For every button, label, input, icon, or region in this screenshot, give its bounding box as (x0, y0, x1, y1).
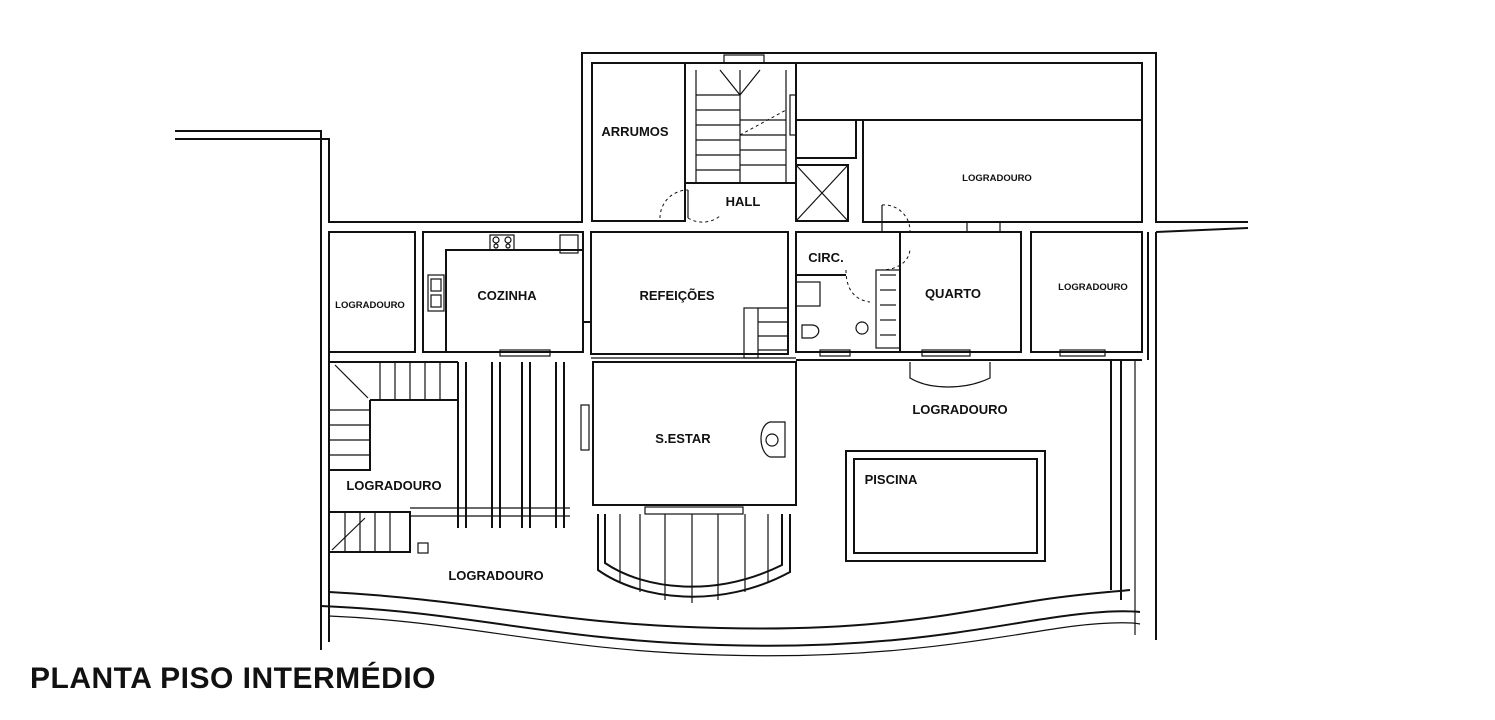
plan-title: PLANTA PISO INTERMÉDIO (30, 662, 437, 695)
label-logradouro-pool: LOGRADOURO (912, 402, 1007, 417)
middle-rooms (328, 221, 1143, 361)
door-swings (659, 189, 911, 303)
living-room-block (580, 361, 991, 506)
label-cozinha: COZINHA (477, 288, 537, 303)
label-logradouro-west: LOGRADOURO (346, 478, 441, 493)
label-refeicoes: REFEIÇÕES (639, 288, 714, 303)
label-logradouro-south: LOGRADOURO (448, 568, 543, 583)
label-logradouro-right: LOGRADOURO (1058, 282, 1128, 293)
pergola (410, 362, 791, 603)
label-logradouro-top: LOGRADOURO (962, 173, 1032, 184)
label-logradouro-left: LOGRADOURO (335, 300, 405, 311)
stairs-north (695, 69, 797, 183)
label-quarto: QUARTO (925, 286, 981, 301)
stairs-west (329, 361, 458, 554)
label-s-estar: S.ESTAR (655, 431, 711, 446)
pool (845, 450, 1046, 562)
label-circ: CIRC. (808, 250, 843, 265)
exterior-walls (175, 52, 1249, 657)
label-piscina: PISCINA (865, 472, 918, 487)
north-block (591, 54, 1143, 223)
label-arrumos: ARRUMOS (601, 124, 668, 139)
room-labels: ARRUMOS HALL LOGRADOURO CIRC. COZINHA RE… (335, 124, 1128, 583)
label-hall: HALL (726, 194, 761, 209)
